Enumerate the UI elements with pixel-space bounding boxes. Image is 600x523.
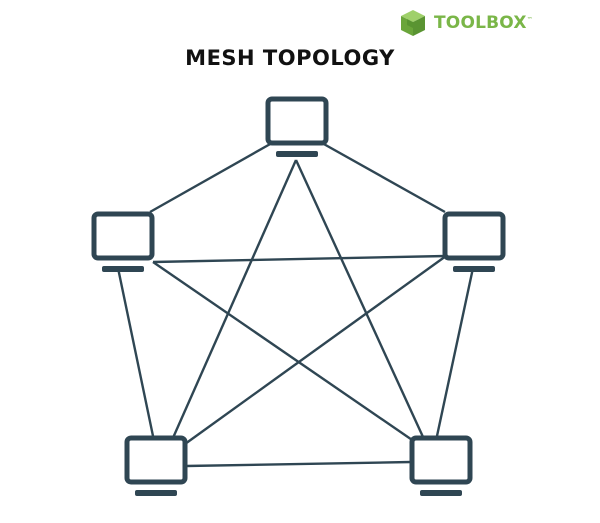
green-cube-icon [401,10,425,36]
logo-trademark: ™ [526,16,533,24]
link-top-bottom-left [155,159,298,475]
logo-text: TOOLBOX™ [434,13,533,33]
link-left-bottom-right [152,261,419,445]
laptop-icon [409,435,473,496]
link-left-right [152,254,447,264]
node-right [442,211,506,272]
link-top-bottom-right [294,159,442,475]
node-bottom-left [124,435,188,496]
laptop-icon [442,211,506,272]
logo-text-box: BOX [486,13,527,33]
laptop-icon [124,435,188,496]
link-bottom-left-bottom-right [185,460,412,468]
link-right-bottom-left [184,255,447,445]
node-bottom-right [409,435,473,496]
node-left [91,211,155,272]
toolbox-logo: TOOLBOX™ [398,8,533,38]
link-right-bottom-right [435,267,475,437]
laptop-icon [91,211,155,272]
laptop-icon [265,96,329,157]
links [116,141,475,475]
logo-text-tool: TOOL [434,13,487,33]
link-top-right [321,141,446,214]
link-top-left [149,141,273,214]
link-left-bottom-left [116,267,155,437]
node-top [265,96,329,157]
page-title: MESH TOPOLOGY [185,46,395,70]
